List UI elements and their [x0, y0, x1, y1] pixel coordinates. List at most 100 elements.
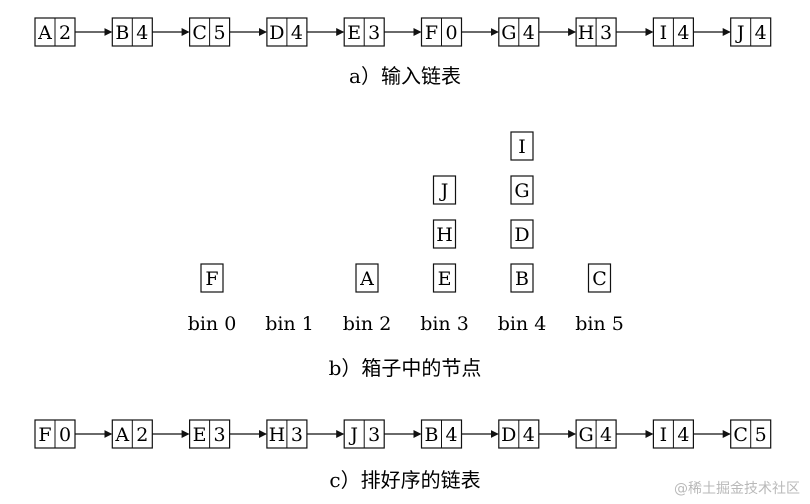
- node-letter: G: [501, 22, 516, 44]
- node-letter: C: [733, 424, 748, 446]
- bin-node-box: [510, 219, 534, 249]
- bin-node-letter: G: [514, 180, 529, 202]
- node-letter: D: [501, 424, 516, 446]
- node-key: 3: [291, 424, 303, 446]
- bin-label: bin 5: [575, 313, 624, 335]
- caption-bins: b）箱子中的节点: [329, 356, 482, 380]
- node-key: 5: [214, 22, 226, 44]
- bin-node-box: [200, 263, 224, 293]
- node-key: 0: [59, 424, 71, 446]
- caption-sorted-list: c）排好序的链表: [329, 468, 480, 492]
- bin-node-letter: C: [592, 268, 607, 290]
- node-key: 4: [600, 424, 612, 446]
- bin-node-letter: A: [359, 268, 374, 290]
- bin-node-letter: H: [436, 224, 453, 246]
- node-letter: F: [38, 424, 51, 446]
- node-key: 3: [600, 22, 612, 44]
- bin-node-box: [355, 263, 379, 293]
- node-key: 3: [368, 22, 380, 44]
- node-key: 4: [523, 22, 535, 44]
- bin-node-letter: B: [515, 268, 529, 290]
- node-letter: A: [114, 424, 129, 446]
- bin-node-letter: F: [205, 268, 218, 290]
- node-letter: I: [660, 424, 668, 446]
- bin-label: bin 4: [498, 313, 547, 335]
- bin-node-box: [432, 175, 457, 205]
- node-letter: B: [425, 424, 439, 446]
- bin-node-letter: J: [439, 180, 449, 202]
- node-key: 4: [136, 22, 148, 44]
- bin-node-box: [510, 175, 534, 205]
- node-letter: C: [192, 22, 207, 44]
- node-letter: F: [425, 22, 438, 44]
- bin-node-box: [432, 219, 457, 249]
- node-letter: E: [347, 22, 361, 44]
- bin-node-letter: I: [518, 136, 526, 158]
- bin-node-box: [510, 263, 534, 293]
- bin-node-box: [510, 131, 534, 161]
- watermark-text: @稀土掘金技术社区: [674, 481, 800, 497]
- bin-node-box: [587, 263, 612, 293]
- bin-label: bin 3: [420, 313, 469, 335]
- node-letter: E: [193, 424, 207, 446]
- caption-input-list: a）输入链表: [349, 64, 461, 88]
- node-letter: G: [579, 424, 594, 446]
- bin-node-box: [432, 263, 457, 293]
- bin-node-letter: E: [438, 268, 452, 290]
- bin-node-letter: D: [514, 224, 529, 246]
- node-letter: J: [735, 22, 745, 44]
- node-key: 5: [755, 424, 767, 446]
- node-letter: H: [269, 424, 286, 446]
- node-letter: A: [37, 22, 52, 44]
- node-key: 0: [445, 22, 457, 44]
- node-key: 4: [291, 22, 303, 44]
- node-key: 3: [214, 424, 226, 446]
- node-key: 4: [523, 424, 535, 446]
- node-letter: B: [115, 22, 129, 44]
- node-key: 3: [368, 424, 380, 446]
- bin-label: bin 0: [188, 313, 237, 335]
- node-key: 4: [445, 424, 457, 446]
- node-key: 4: [755, 22, 767, 44]
- bin-column: bin 1: [265, 313, 314, 335]
- node-key: 2: [136, 424, 148, 446]
- node-letter: H: [578, 22, 595, 44]
- bin-label: bin 1: [265, 313, 314, 335]
- node-key: 4: [677, 424, 689, 446]
- node-letter: D: [269, 22, 284, 44]
- node-key: 2: [59, 22, 71, 44]
- node-letter: I: [660, 22, 668, 44]
- node-letter: J: [348, 424, 358, 446]
- node-key: 4: [677, 22, 689, 44]
- bin-label: bin 2: [343, 313, 392, 335]
